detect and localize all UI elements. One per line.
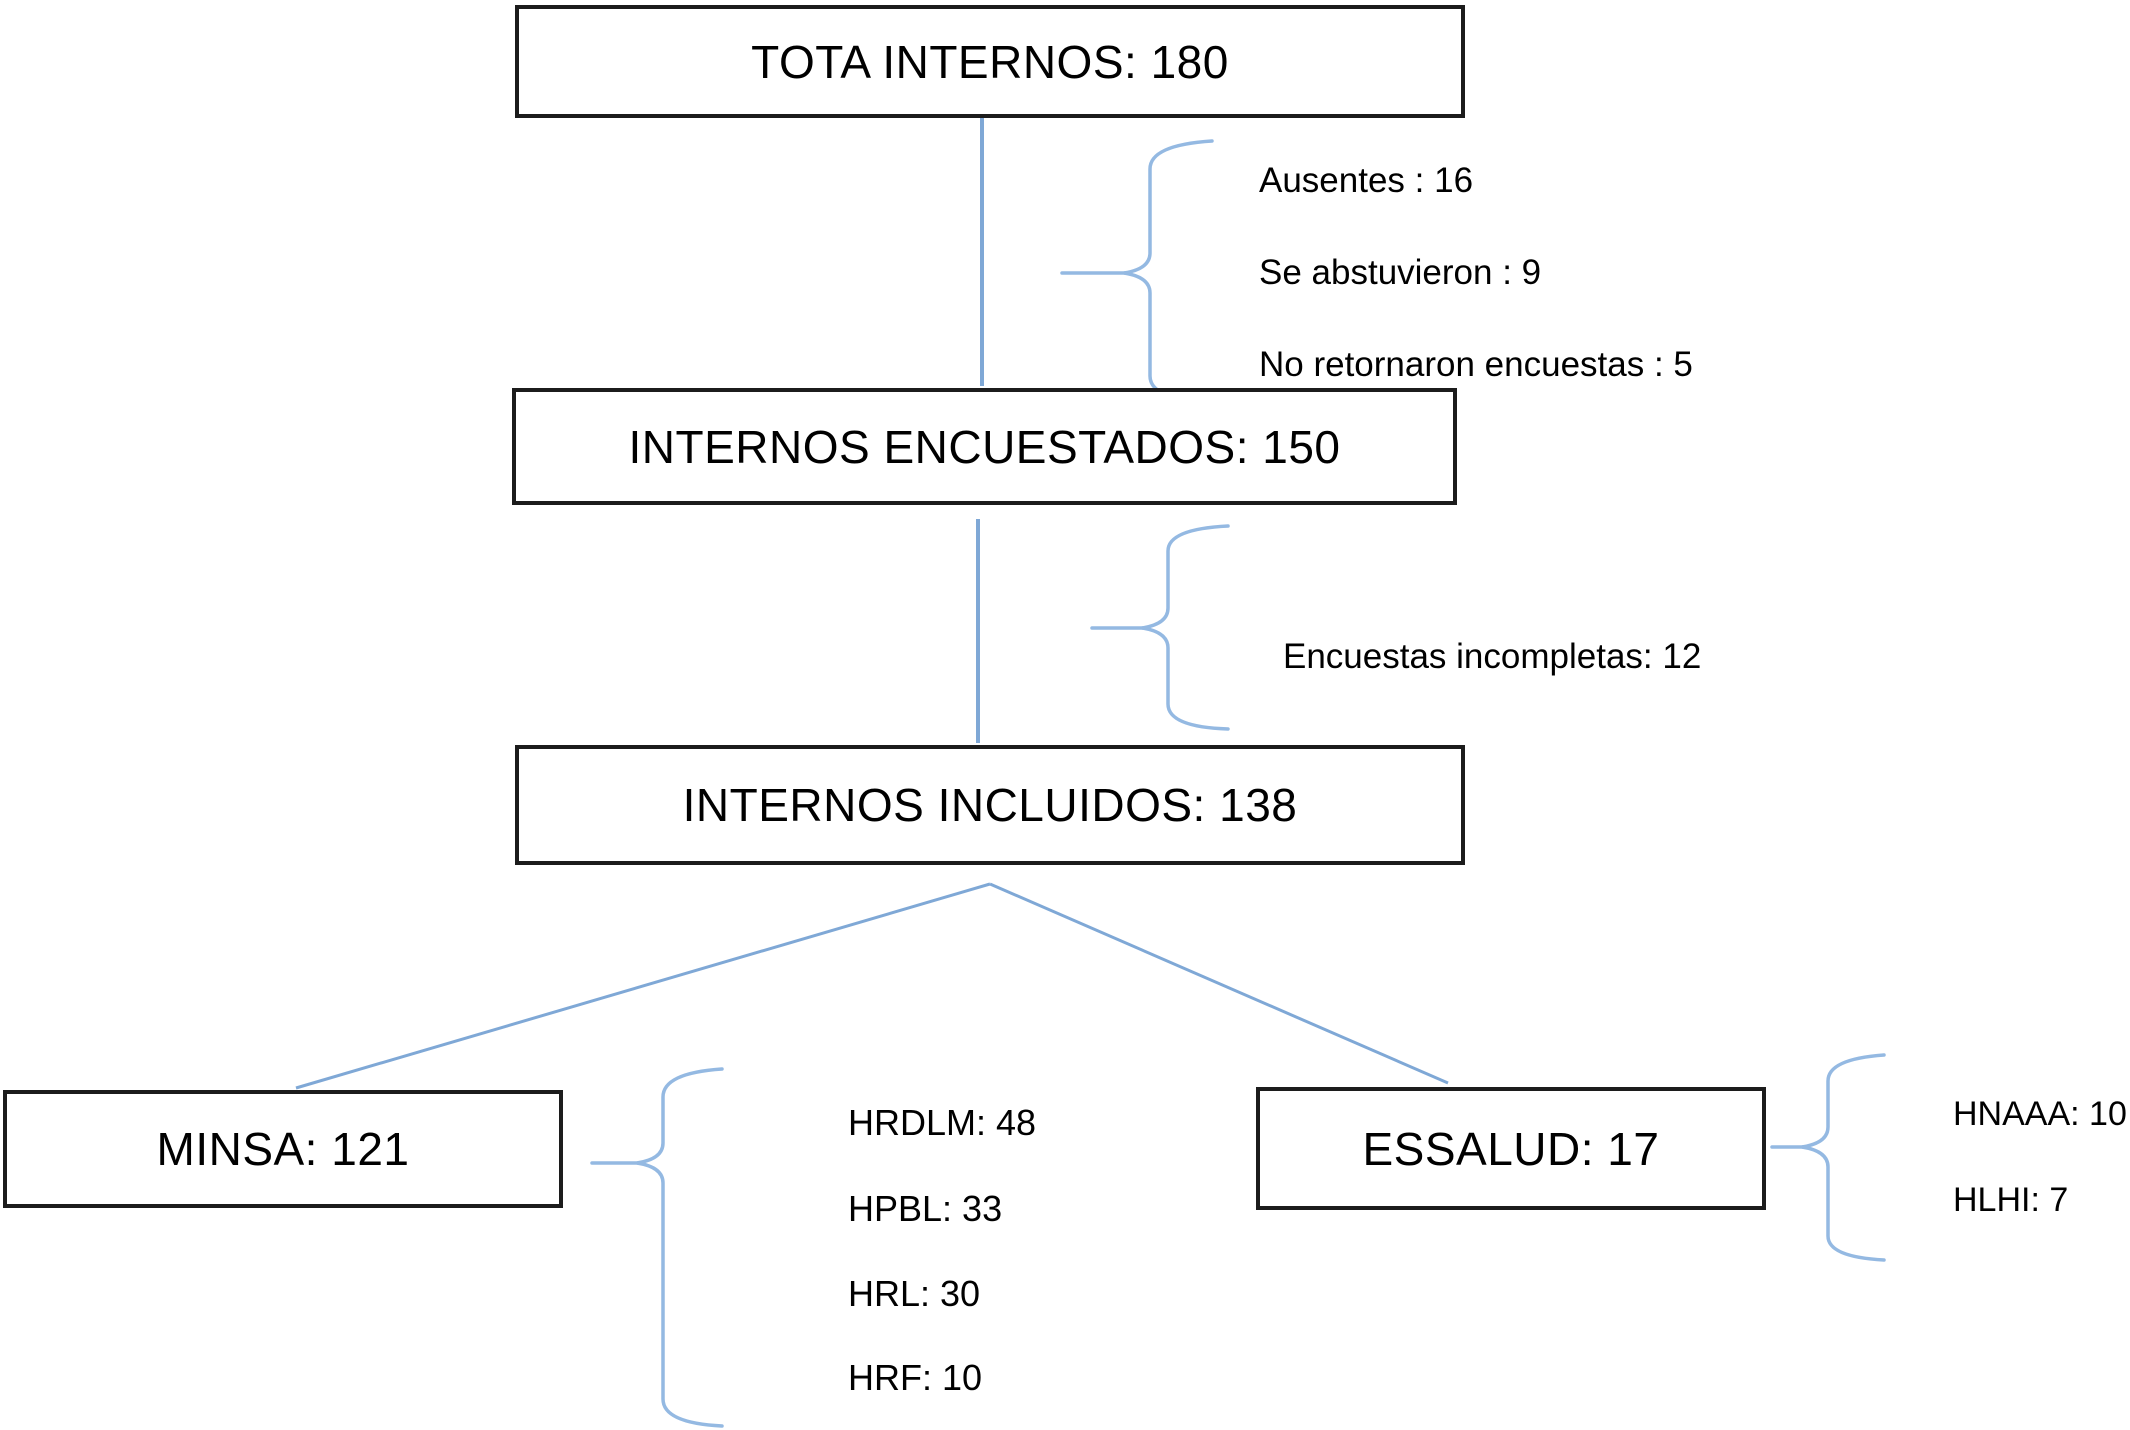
minsa-breakdown-item-hrl: HRL: 30 [848, 1273, 981, 1314]
node-essalud-label: ESSALUD: 17 [1362, 1122, 1660, 1175]
node-internos-encuestados-label: INTERNOS ENCUESTADOS: 150 [628, 420, 1341, 473]
connector-included-to-minsa [295, 882, 991, 1090]
inclusion-exclusion-item-incompletas: Encuestas incompletas: 12 [1283, 637, 1702, 676]
node-essalud: ESSALUD: 17 [1256, 1087, 1766, 1210]
connector-included-to-essalud [989, 882, 1449, 1085]
node-minsa: MINSA: 121 [3, 1090, 563, 1208]
node-total-internos-label: TOTA INTERNOS: 180 [751, 35, 1229, 88]
essalud-breakdown-item-hlhi: HLHI: 7 [1953, 1181, 2069, 1219]
survey-exclusion-item-abstuvieron: Se abstuvieron : 9 [1259, 253, 1542, 292]
brace-inclusion-exclusions [1141, 524, 1230, 731]
minsa-breakdown-item-hrdlm: HRDLM: 48 [848, 1102, 1037, 1143]
node-internos-incluidos-label: INTERNOS INCLUIDOS: 138 [682, 779, 1298, 831]
survey-exclusion-item-no-retornaron: No retornaron encuestas : 5 [1259, 345, 1693, 384]
brace-survey-exclusions [1123, 139, 1214, 403]
node-internos-incluidos: INTERNOS INCLUIDOS: 138 [515, 745, 1465, 865]
survey-exclusion-item-ausentes: Ausentes : 16 [1259, 161, 1474, 200]
essalud-breakdown-item-hnaaa: HNAAA: 10 [1953, 1095, 2127, 1133]
brace-essalud-breakdown [1801, 1053, 1886, 1262]
minsa-breakdown-item-hrf: HRF: 10 [848, 1357, 983, 1398]
node-minsa-label: MINSA: 121 [156, 1123, 410, 1175]
minsa-breakdown-item-hpbl: HPBL: 33 [848, 1188, 1003, 1229]
brace-minsa-breakdown [636, 1067, 724, 1428]
node-total-internos: TOTA INTERNOS: 180 [515, 5, 1465, 118]
node-internos-encuestados: INTERNOS ENCUESTADOS: 150 [512, 388, 1457, 505]
